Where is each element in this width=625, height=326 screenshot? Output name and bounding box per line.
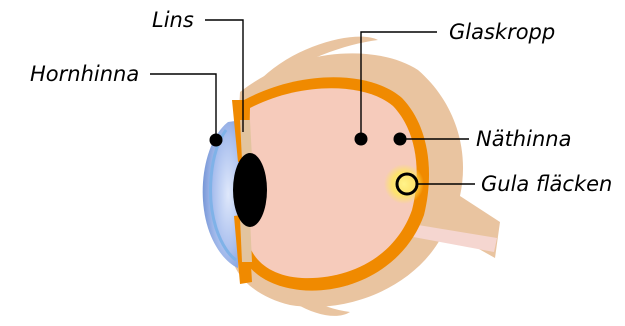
vitreous-marker bbox=[355, 133, 368, 146]
macula-label: Gula fläcken bbox=[481, 172, 612, 196]
retina-label: Näthinna bbox=[476, 127, 571, 151]
cornea-label: Hornhinna bbox=[30, 62, 139, 86]
cornea-marker bbox=[210, 134, 223, 147]
lens bbox=[233, 153, 267, 227]
lens-label: Lins bbox=[152, 8, 194, 32]
vitreous-label: Glaskropp bbox=[449, 20, 555, 44]
cornea-leader bbox=[150, 74, 216, 134]
